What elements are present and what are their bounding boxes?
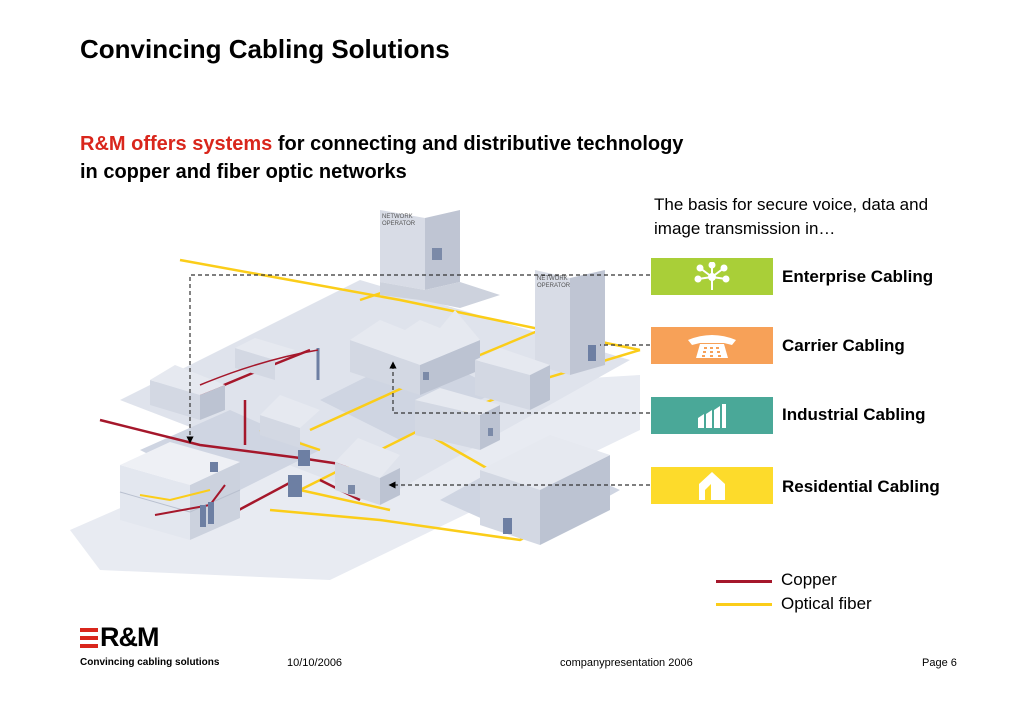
house-icon <box>699 471 725 500</box>
basis-line2: image transmission in… <box>654 219 836 238</box>
carrier-building <box>475 348 550 410</box>
network-illustration: NETWORK OPERATOR NETWORK OPERATOR <box>70 210 641 580</box>
enterprise-office <box>119 442 241 540</box>
category-connectors <box>186 274 650 489</box>
industrial-cabling-label: Industrial Cabling <box>782 405 926 424</box>
basis-line1: The basis for secure voice, data and <box>654 195 929 214</box>
svg-text:OPERATOR: OPERATOR <box>537 283 571 289</box>
utility-pole <box>199 348 320 386</box>
residential-block <box>480 435 610 545</box>
svg-text:NETWORK: NETWORK <box>537 276 568 282</box>
footer-presentation: companypresentation 2006 <box>560 657 693 669</box>
subtitle-line2: in copper and fiber optic networks <box>80 161 407 183</box>
fiber-legend-label: Optical fiber <box>781 594 872 613</box>
factory-icon <box>698 403 726 428</box>
house <box>288 438 400 505</box>
network-tree-icon <box>694 261 730 290</box>
industrial-cabling-box[interactable] <box>651 397 773 434</box>
enterprise-cabling-label: Enterprise Cabling <box>782 267 934 286</box>
carrier-cabling-box[interactable] <box>651 327 773 364</box>
carrier-cabling-label: Carrier Cabling <box>782 336 905 355</box>
svg-text:OPERATOR: OPERATOR <box>382 221 416 227</box>
subtitle-highlight: R&M offers systems <box>80 133 273 155</box>
residential-cabling-box[interactable] <box>651 467 773 504</box>
copper-legend-label: Copper <box>781 570 837 589</box>
enterprise-cabling-box[interactable] <box>651 258 773 295</box>
telephone-icon <box>688 334 736 358</box>
footer-date: 10/10/2006 <box>287 657 343 669</box>
network-operator-building-2: NETWORK OPERATOR <box>535 270 605 375</box>
company-logo: R&M <box>100 622 159 652</box>
copper-legend-line <box>716 580 772 583</box>
fiber-legend-line <box>716 603 772 606</box>
svg-text:NETWORK: NETWORK <box>382 214 413 220</box>
house-left <box>150 338 320 466</box>
subtitle-line1-rest: for connecting and distributive technolo… <box>272 133 684 155</box>
basis-text: The basis for secure voice, data and ima… <box>654 193 1014 241</box>
footer-page: Page 6 <box>922 657 957 669</box>
factory-building <box>350 310 480 395</box>
company-tagline: Convincing cabling solutions <box>80 657 220 668</box>
slide-title: Convincing Cabling Solutions <box>80 34 450 64</box>
residential-cabling-label: Residential Cabling <box>782 477 940 496</box>
network-operator-building-1: NETWORK OPERATOR <box>380 210 500 308</box>
slide-subtitle: R&M offers systems for connecting and di… <box>80 130 820 186</box>
logo-bars-icon <box>80 628 98 648</box>
